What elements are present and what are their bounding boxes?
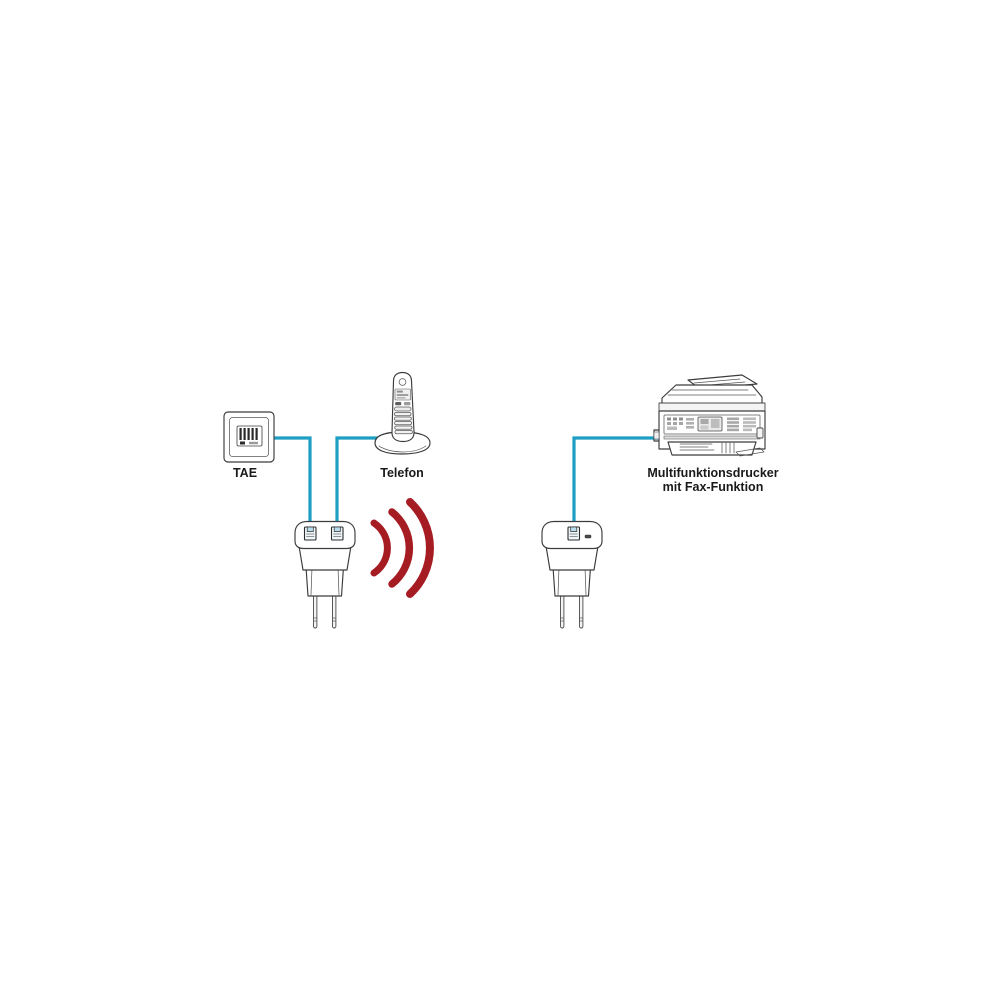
adapter-base-port-left[interactable] [303,526,317,541]
rj11-jack-keyway [306,526,314,532]
phone-nav-key[interactable] [394,406,412,412]
tae-icon-label-strip [249,441,258,445]
printer-button-cluster-left[interactable] [667,417,694,431]
cable-tae-to-adapter [270,436,312,536]
printer-line-jack [653,431,660,440]
wave-arc-middle [388,508,414,588]
phone-softkey[interactable] [404,402,411,406]
printer-device[interactable]: Multifunktionsdrucker mit Fax-Funktion [647,374,779,494]
adapter-base-port-right[interactable] [330,526,344,541]
phone-key-row[interactable] [394,412,412,417]
tae-contact-bar [251,428,254,440]
adapter-neck-shading [310,566,340,596]
printer-label-line1: Multifunktionsdrucker [647,466,778,480]
phone-charging-base [374,431,431,455]
phone-display-status-line [396,390,403,393]
rj11-jack-contacts [306,533,315,537]
tae-contact-bar [247,428,250,440]
printer-label-line2: mit Fax-Funktion [663,480,764,494]
printer-key-row[interactable] [743,421,756,424]
tae-contact-bar [239,428,242,440]
tae-contact-bar [255,428,258,440]
phone-display-text-line [396,394,409,396]
phone-keypad[interactable] [394,406,413,435]
adapter-mid-body [545,545,599,571]
telefon-device[interactable]: Telefon [374,371,431,481]
rj11-jack-keyway [333,526,341,532]
phone-key-row[interactable] [394,416,412,421]
printer-key-row[interactable] [727,417,739,421]
printer-button[interactable] [686,422,694,425]
printer-key-row[interactable] [743,428,752,432]
adapter-remote-port[interactable] [567,526,581,541]
printer-tray-detail [679,442,735,454]
adapter-mid-body [298,545,352,571]
cable-telefon-to-adapter [335,436,384,536]
adapter-pin [313,593,318,629]
adapter-base[interactable] [294,520,356,629]
printer-output-slot [663,435,761,440]
adapter-pin [332,593,337,629]
rj11-jack-contacts [569,533,578,537]
printer-button[interactable] [686,426,694,429]
phone-key-row[interactable] [394,425,413,430]
printer-keypad-right[interactable] [727,417,756,432]
printer-lcd-content [711,419,720,428]
phone-key-row[interactable] [394,421,412,426]
adapter-neck-shading [557,566,587,596]
wave-arc-inner [370,519,391,577]
adapter-pin-detail [313,617,336,622]
adapter-pin [579,593,584,629]
printer-ejected-sheet [735,447,765,457]
printer-button[interactable] [679,422,683,425]
wireless-waves-icon [370,498,434,598]
rj11-jack-contacts [333,533,342,537]
tae-socket-icon [236,425,263,447]
printer-adf-lid [661,384,763,405]
printer-button[interactable] [673,422,677,425]
led-indicator-icon [584,534,592,539]
phone-earpiece [398,378,407,386]
printer-button[interactable] [679,417,683,421]
printer-lcd-content [700,425,709,430]
phone-base-shading [378,445,427,453]
printer-button[interactable] [667,417,671,421]
printer-key-row[interactable] [727,421,739,424]
printer-control-panel[interactable] [663,414,761,435]
rj11-jack-keyway [570,526,578,532]
printer-button[interactable] [686,418,694,421]
tae-socket-inner-frame [229,417,269,457]
cable-printer-to-adapter [572,436,662,536]
cable-group [270,436,662,536]
tae-icon-keyway [240,441,245,445]
adapter-remote[interactable] [541,520,603,629]
tae-socket[interactable]: TAE [223,411,275,480]
printer-button[interactable] [667,422,671,425]
adapter-remote-pins [560,593,584,629]
phone-softkey[interactable] [395,402,402,406]
phone-display-text-line [396,397,406,399]
printer-lcd-content [700,419,709,424]
printer-button-wide[interactable] [667,426,677,431]
telefon-label: Telefon [380,466,424,480]
tae-contact-bar [243,428,246,440]
printer-key-row[interactable] [743,417,756,421]
printer-card-slot[interactable] [756,427,764,439]
tae-label: TAE [233,466,257,480]
printer-adf-lines [667,389,757,396]
printer-key-row[interactable] [743,424,756,428]
printer-key-row[interactable] [727,424,739,428]
printer-button[interactable] [673,417,677,421]
adapter-pin [560,593,565,629]
phone-key-row[interactable] [394,430,413,435]
adapter-base-pins [313,593,337,629]
wave-arc-outer [406,498,434,598]
printer-key-row[interactable] [727,428,739,432]
adapter-pin-detail [560,617,583,622]
